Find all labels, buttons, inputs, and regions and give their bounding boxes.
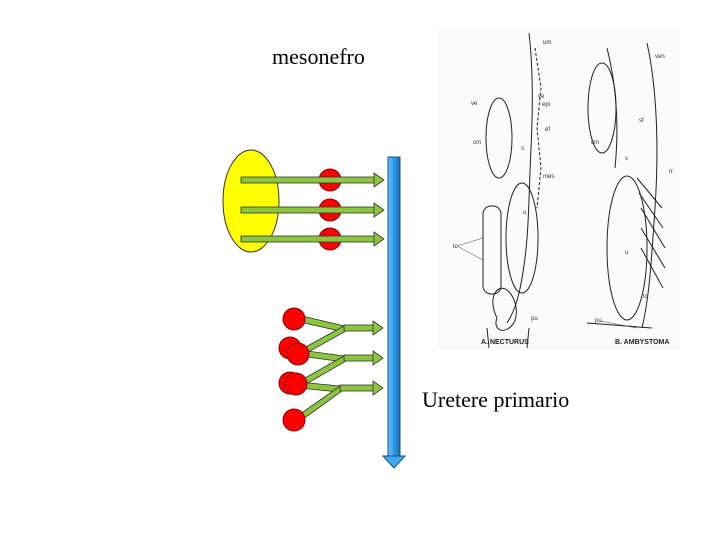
label-ef: ef <box>545 127 550 133</box>
glomerulus-lower-5 <box>284 372 308 396</box>
label-mes: mes <box>543 174 554 180</box>
label-ven: ven <box>655 54 665 60</box>
glomerulus-lower-1 <box>282 307 306 331</box>
tubule-arrow-lower-3 <box>339 380 384 396</box>
caption-necturus: A. NECTURUS <box>481 339 529 346</box>
glomerulus-lower-3 <box>286 342 310 366</box>
ambystoma-pu-line <box>586 322 653 329</box>
label-ve-top: ve <box>538 94 545 100</box>
tubule-arrow-lower-2 <box>343 350 384 366</box>
label-s: s <box>521 146 524 152</box>
label-cm: cm <box>473 140 481 146</box>
primary-ureter-duct <box>381 156 407 469</box>
tubule-arrow-lower-1 <box>343 320 384 336</box>
tubule-arrow-upper-3 <box>240 231 385 247</box>
label-sf: sf <box>639 118 644 124</box>
caption-ambystoma: B. AMBYSTOMA <box>615 339 669 346</box>
mesonephros-body <box>222 149 280 253</box>
necturus-tubules <box>534 47 542 209</box>
tubule-arrow-upper-2 <box>240 202 385 218</box>
necturus-duct <box>506 32 533 324</box>
tubule-branches-lower <box>295 314 347 423</box>
ambystoma-duct <box>641 42 658 329</box>
label-tc: tc <box>453 244 458 250</box>
label-epi: epi <box>542 102 550 108</box>
label-s-right: s <box>625 156 628 162</box>
label-rr: rr <box>669 169 673 175</box>
ambystoma-tubules <box>636 177 666 289</box>
mesonefro-title: mesonefro <box>272 44 365 69</box>
label-cm-right: cm <box>591 140 599 146</box>
necturus-outline <box>486 327 530 349</box>
label-pu-right: pu <box>595 318 602 324</box>
label-pu: pu <box>531 316 538 322</box>
tubule-arrow-upper-1 <box>240 172 385 188</box>
label-u-right: u <box>625 250 628 256</box>
anatomy-figure: um ve epi ve ef cm s mes u tc pu ven sf … <box>437 28 680 350</box>
necturus-cloaca <box>492 287 517 331</box>
label-u: u <box>523 210 526 216</box>
label-tc-right: tc <box>643 294 648 300</box>
necturus-testis-upper <box>485 97 513 179</box>
glomerulus-lower-6 <box>282 408 306 432</box>
ambystoma-vessel <box>606 47 618 169</box>
label-ve: ve <box>471 101 478 107</box>
necturus-bladder <box>482 205 502 295</box>
ureter-label: Uretere primario <box>422 387 570 412</box>
ambystoma-kidney <box>606 175 648 321</box>
label-um: um <box>543 40 551 46</box>
necturus-kidney <box>505 182 539 294</box>
